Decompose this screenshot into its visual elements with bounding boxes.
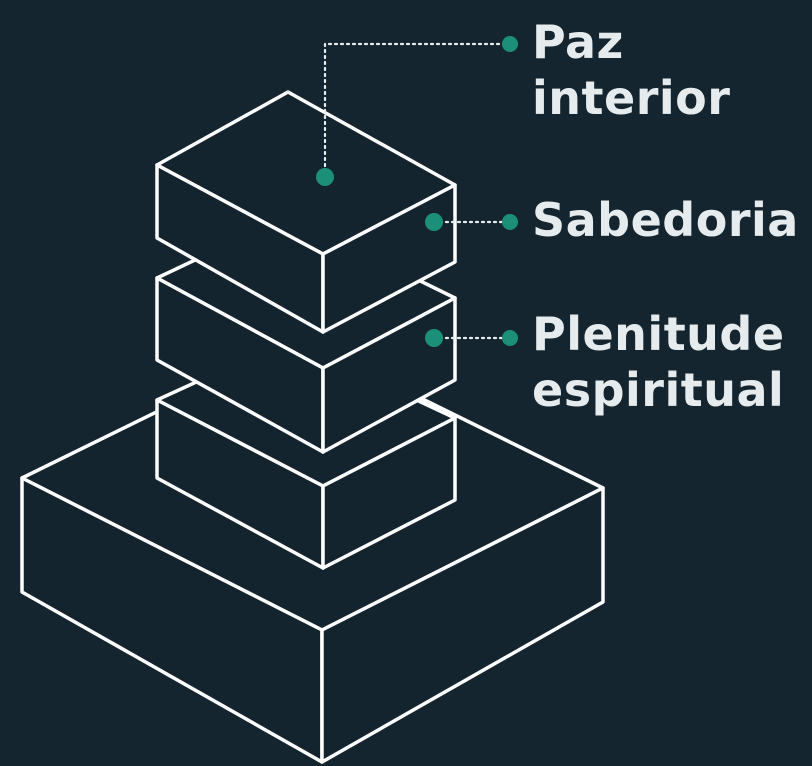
top-block-right — [321, 183, 457, 334]
label-plenitude-espiritual: Plenitude espiritual — [532, 306, 785, 418]
base-block-right — [320, 486, 605, 764]
marker-dot-sabedoria-label — [502, 214, 518, 230]
marker-dot-paz-interior-origin — [316, 168, 334, 186]
marker-dot-plenitude-label — [502, 330, 518, 346]
lower-block-right — [321, 416, 457, 570]
leader-line-paz-interior — [323, 42, 510, 174]
top-block — [155, 90, 457, 334]
label-sabedoria: Sabedoria — [532, 192, 799, 248]
marker-dot-plenitude-origin — [425, 329, 443, 347]
middle-block-right — [321, 296, 457, 454]
label-sabedoria-line1: Sabedoria — [532, 193, 799, 247]
label-paz-interior: Paz interior — [532, 14, 730, 126]
label-paz-interior-line2: interior — [532, 71, 731, 125]
label-plenitude-line1: Plenitude — [532, 307, 785, 361]
marker-dot-paz-interior-label — [502, 36, 518, 52]
marker-dot-sabedoria-origin — [425, 213, 443, 231]
label-paz-interior-line1: Paz — [532, 15, 624, 69]
label-plenitude-line2: espiritual — [532, 363, 785, 417]
